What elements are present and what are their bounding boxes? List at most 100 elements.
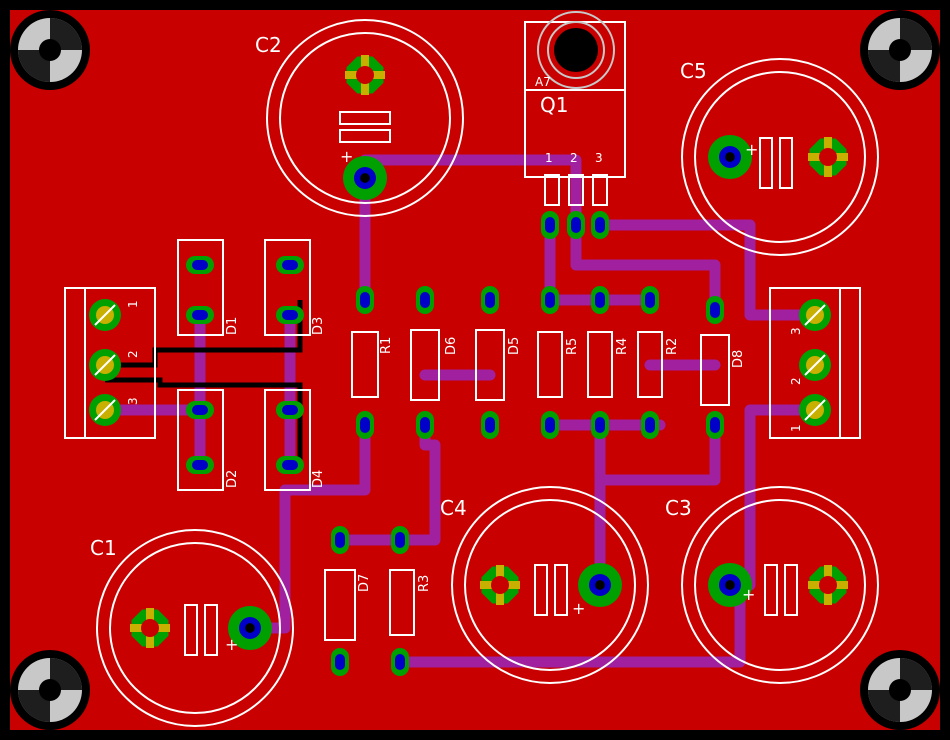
r2-body [637, 331, 663, 398]
comp-pad-4 [481, 286, 499, 314]
comp-pad-16 [391, 526, 409, 554]
q1-regulator [524, 11, 626, 206]
label-r4: R4 [615, 338, 630, 355]
label-q1-part: A7 [535, 75, 551, 89]
comp-pad-11 [641, 411, 659, 439]
comp-pad-10 [641, 286, 659, 314]
label-c5: C5 [680, 59, 707, 83]
mount-hole-top-left [10, 10, 90, 90]
label-q1: Q1 [540, 93, 568, 117]
q1-pad-2 [567, 211, 585, 239]
c3-plus: + [742, 585, 755, 604]
d8-body [700, 334, 730, 406]
conn-pad-5 [799, 394, 831, 426]
comp-pad-5 [481, 411, 499, 439]
conn-pad-4 [799, 349, 831, 381]
comp-pad-2 [416, 286, 434, 314]
label-c1: C1 [90, 536, 117, 560]
conn-pad-1 [89, 349, 121, 381]
c2-outline [266, 19, 464, 217]
mount-hole-top-right [860, 10, 940, 90]
c5-pad-pos [708, 135, 752, 179]
label-c4: C4 [440, 496, 467, 520]
q1-pad-3 [591, 211, 609, 239]
mount-hole-bottom-left [10, 650, 90, 730]
c3-pad-neg [808, 565, 848, 605]
label-r1: R1 [379, 337, 394, 354]
conn-left-pin-2: 2 [126, 350, 140, 358]
cap-symbols [184, 111, 798, 656]
comp-pad-14 [331, 526, 349, 554]
bridge-pad-3 [276, 306, 304, 324]
comp-pad-6 [541, 286, 559, 314]
mounting-holes [10, 10, 940, 730]
label-d8: D8 [731, 350, 746, 368]
label-d1: D1 [225, 317, 240, 335]
bridge-pad-0 [186, 256, 214, 274]
c1-pad-neg [130, 608, 170, 648]
conn-pad-2 [89, 394, 121, 426]
bridge-pad-2 [276, 256, 304, 274]
connector-right [769, 287, 861, 439]
d3-body [264, 239, 311, 336]
r4-body [587, 331, 613, 398]
c2-pad-pos [343, 156, 387, 200]
pads [89, 55, 848, 676]
capacitor-outlines [96, 19, 879, 727]
conn-right-pin-3: 3 [789, 327, 803, 335]
trace-q1-c5 [594, 219, 821, 321]
silkscreen-labels: C2 C5 C4 C3 C1 Q1 A7 1 2 3 D1 D3 D2 D4 R… [90, 33, 803, 654]
r5-body [537, 331, 563, 398]
connector-left [64, 287, 156, 439]
comp-pad-3 [416, 411, 434, 439]
r1-body [351, 331, 379, 398]
q1-pin-2: 2 [570, 151, 578, 165]
c4-outline [451, 486, 649, 684]
d2-body [177, 389, 224, 491]
d7-body [324, 569, 356, 641]
c3-pad-pos [708, 563, 752, 607]
conn-right-pin-1: 1 [789, 424, 803, 432]
comp-pad-17 [391, 648, 409, 676]
label-r2: R2 [665, 338, 680, 355]
conn-pad-3 [799, 299, 831, 331]
c3-outline [681, 486, 879, 684]
comp-pad-15 [331, 648, 349, 676]
label-d5: D5 [507, 337, 522, 355]
d1-body [177, 239, 224, 336]
mount-hole-bottom-right [860, 650, 940, 730]
comp-pad-12 [706, 296, 724, 324]
c2-pad-neg [345, 55, 385, 95]
bridge-pad-6 [276, 401, 304, 419]
q1-pin-3: 3 [595, 151, 603, 165]
trace-q1-r4 [570, 219, 721, 316]
comp-pad-1 [356, 411, 374, 439]
bridge-pad-1 [186, 306, 214, 324]
d4-body [264, 389, 311, 491]
c4-pad-neg [480, 565, 520, 605]
c1-pad-pos [228, 606, 272, 650]
component-bodies [177, 239, 730, 641]
q1-pad-1 [541, 211, 559, 239]
d6-body [410, 329, 440, 401]
c5-plus: + [745, 140, 758, 159]
comp-pad-9 [591, 411, 609, 439]
label-d2: D2 [225, 470, 240, 488]
label-d7: D7 [357, 574, 372, 592]
conn-pad-0 [89, 299, 121, 331]
label-r5: R5 [565, 338, 580, 355]
comp-pad-8 [591, 286, 609, 314]
conn-left-pin-3: 3 [126, 397, 140, 405]
label-c3: C3 [665, 496, 692, 520]
c1-plus: + [225, 635, 238, 654]
bridge-pad-5 [186, 456, 214, 474]
comp-pad-7 [541, 411, 559, 439]
label-d4: D4 [311, 470, 326, 488]
c4-plus: + [572, 599, 585, 618]
label-d6: D6 [444, 337, 459, 355]
comp-pad-0 [356, 286, 374, 314]
label-d3: D3 [311, 317, 326, 335]
trace-d8-out [594, 419, 721, 486]
c5-outline [681, 58, 879, 256]
